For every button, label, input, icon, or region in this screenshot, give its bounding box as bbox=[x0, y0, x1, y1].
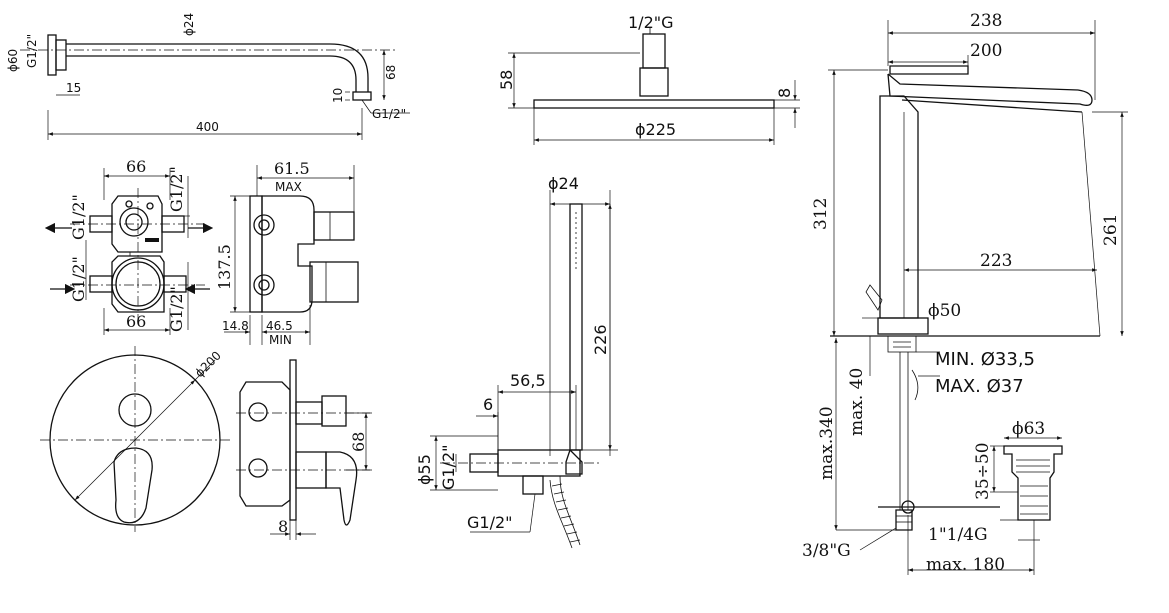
hand-shower-drawing: ϕ24 226 56,5 6 ϕ55 G1/2" G1/2" bbox=[415, 174, 618, 549]
arm-dim10: 10 bbox=[331, 88, 345, 103]
valve-dim-137-5: 137.5 bbox=[215, 244, 234, 290]
basin-mixer-drawing: 238 200 312 261 223 ϕ50 max. 40 MIN. Ø33… bbox=[802, 11, 1128, 575]
hand-dim56-5: 56,5 bbox=[510, 371, 546, 390]
arm-dim400: 400 bbox=[196, 120, 219, 134]
arm-dia60: ϕ60 bbox=[6, 49, 20, 72]
wall-plate-front-drawing: ϕ200 bbox=[40, 346, 232, 532]
mixer-max180: max. 180 bbox=[926, 555, 1005, 575]
hand-g12-horizontal: G1/2" bbox=[467, 513, 513, 532]
valve-dim-14-8: 14.8 bbox=[222, 319, 249, 333]
head-dim58: 58 bbox=[497, 70, 516, 90]
valve-dim-46-5: 46.5 bbox=[266, 319, 293, 333]
mixer-min335: MIN. Ø33,5 bbox=[935, 349, 1035, 370]
mixer-d200: 200 bbox=[970, 41, 1002, 61]
valve-min-label: MIN bbox=[269, 333, 292, 347]
plate-dim8: 8 bbox=[278, 517, 288, 536]
arm-dim68: 68 bbox=[384, 65, 398, 80]
arm-dia24: ϕ24 bbox=[182, 13, 196, 36]
shower-arm-drawing: ϕ60 G1/2" ϕ24 15 400 10 68 G1/2" bbox=[6, 13, 410, 140]
mixer-g1-1-4: 1"1/4G bbox=[928, 525, 988, 545]
valve-g12-c: G1/2" bbox=[69, 256, 88, 302]
valve-dim-61-5: 61.5 bbox=[274, 159, 310, 178]
valve-side-drawing: 61.5 MAX 137.5 14.8 46.5 MIN bbox=[215, 159, 359, 347]
hand-g12-vertical: G1/2" bbox=[439, 444, 458, 490]
head-dia225: ϕ225 bbox=[635, 120, 676, 139]
head-dim8: 8 bbox=[775, 88, 794, 98]
mixer-dia50: ϕ50 bbox=[928, 301, 961, 321]
plate-dim68: 68 bbox=[349, 432, 368, 452]
valve-g12-b: G1/2" bbox=[69, 194, 88, 240]
mixer-max37: MAX. Ø37 bbox=[935, 376, 1024, 397]
valve-g12-a: G1/2" bbox=[167, 166, 186, 212]
valve-w66-top: 66 bbox=[126, 157, 146, 176]
arm-thread-left: G1/2" bbox=[25, 34, 39, 68]
valve-max-label: MAX bbox=[275, 180, 302, 194]
arm-thread-right: G1/2" bbox=[372, 107, 406, 121]
wall-plate-side-drawing: 68 8 bbox=[236, 359, 372, 540]
mixer-d312: 312 bbox=[811, 198, 831, 230]
valve-w66-bottom: 66 bbox=[126, 312, 146, 331]
head-thread: 1/2"G bbox=[628, 13, 674, 32]
mixer-d223: 223 bbox=[980, 251, 1012, 271]
valve-g12-d: G1/2" bbox=[167, 286, 186, 332]
valve-front-drawing: 66 66 G1/2" G1/2" G1/2" G1/2" bbox=[44, 157, 214, 335]
mixer-d238: 238 bbox=[970, 11, 1002, 31]
shower-head-drawing: 1/2"G 58 8 ϕ225 bbox=[497, 13, 800, 145]
plate-dia200: ϕ200 bbox=[192, 348, 224, 380]
hand-dia24: ϕ24 bbox=[548, 174, 579, 193]
mixer-max340: max.340 bbox=[817, 406, 837, 480]
hand-dia55: ϕ55 bbox=[415, 454, 434, 485]
mixer-g3-8: 3/8"G bbox=[802, 541, 851, 561]
mixer-max40: max. 40 bbox=[847, 368, 867, 436]
mixer-d35-50: 35÷50 bbox=[973, 442, 993, 500]
arm-dim15: 15 bbox=[66, 81, 81, 95]
hand-dim226: 226 bbox=[591, 324, 610, 355]
hand-dim6: 6 bbox=[483, 395, 493, 414]
mixer-d261: 261 bbox=[1101, 214, 1121, 246]
mixer-dia63: ϕ63 bbox=[1012, 419, 1045, 439]
